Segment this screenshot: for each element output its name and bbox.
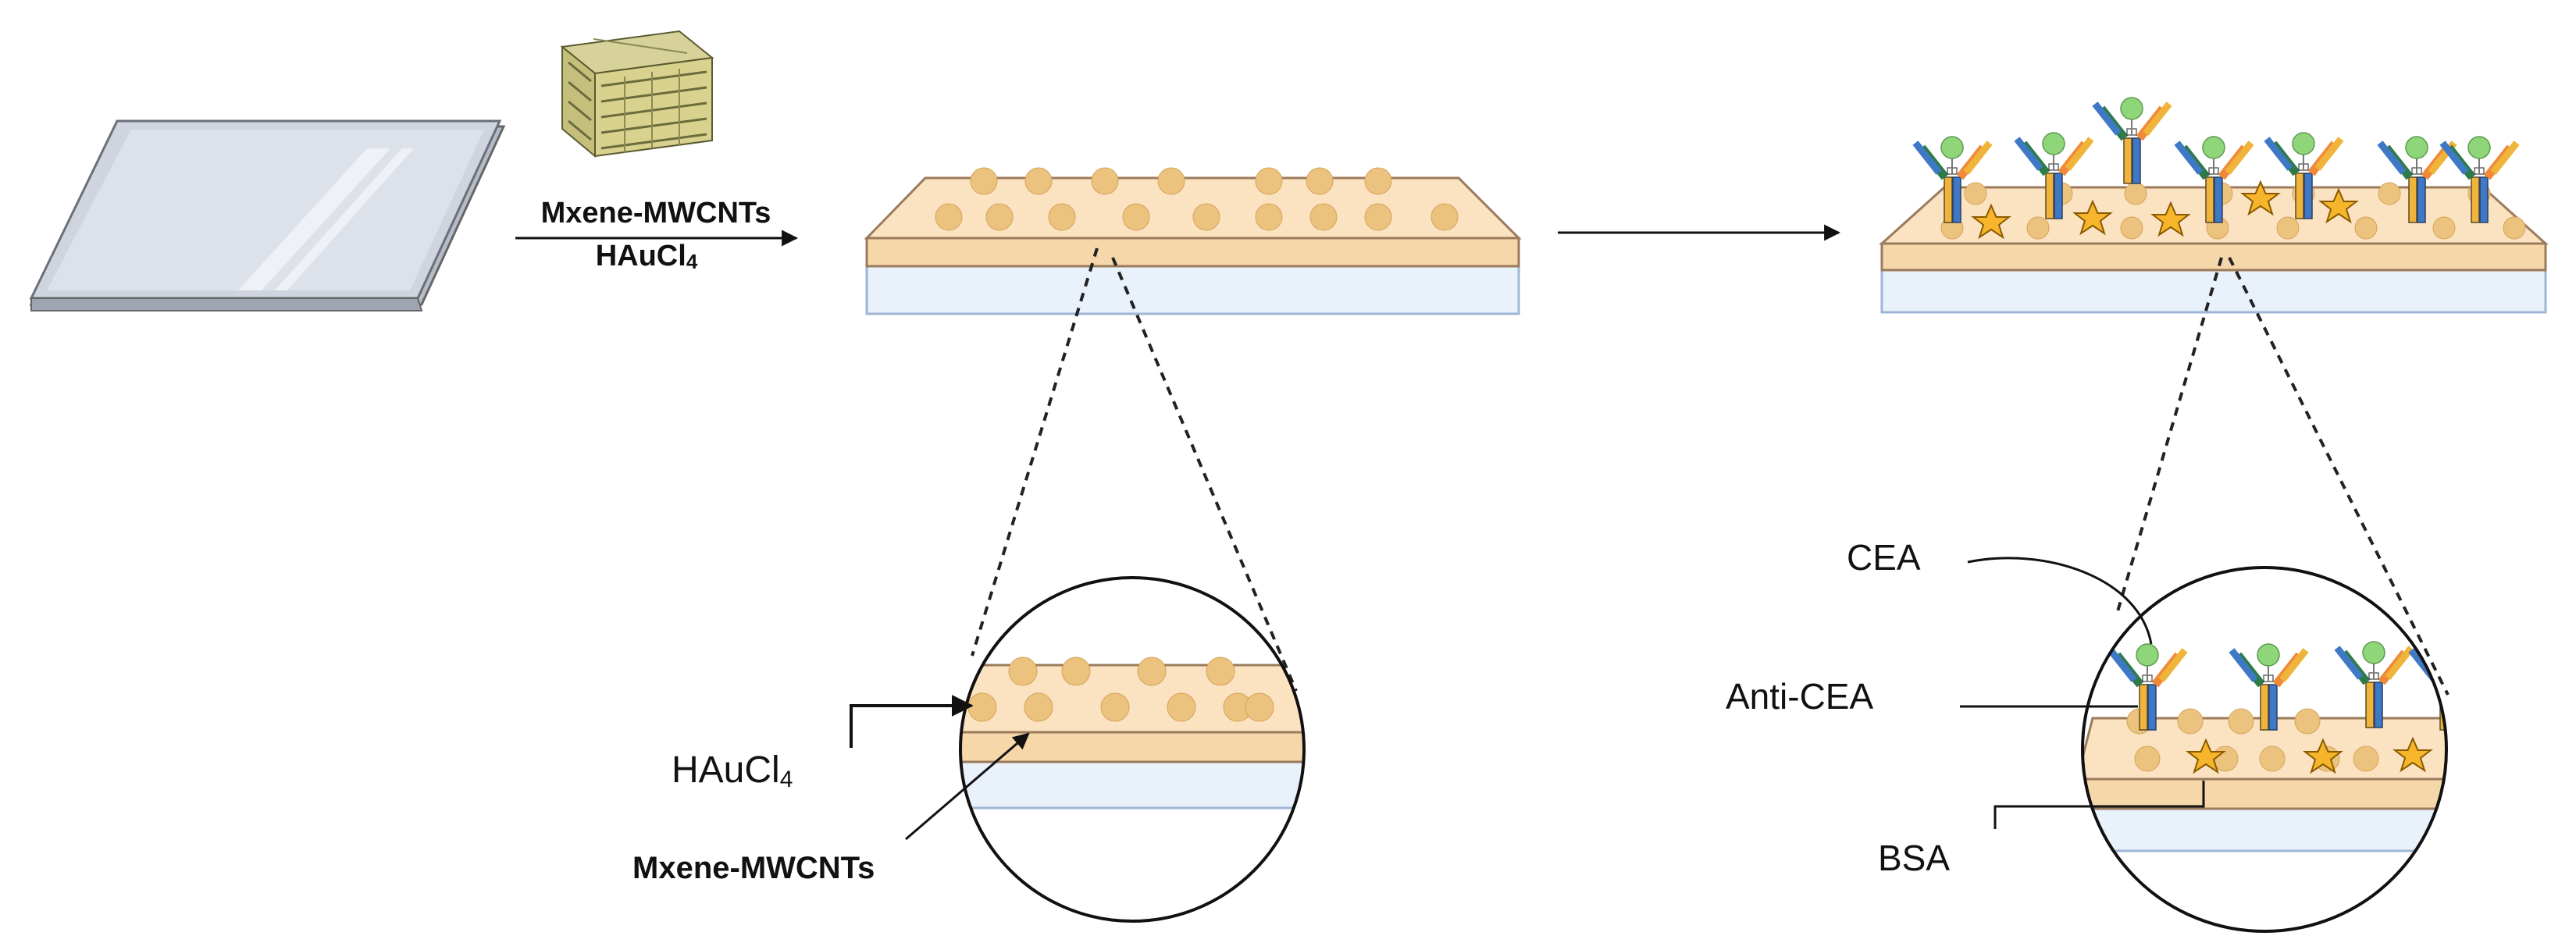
magnifier-circle-icon-right (2081, 566, 2448, 933)
cea-pointer (1967, 557, 2153, 645)
mxene-mwcnt-cube-icon (560, 30, 714, 158)
modified-electrode-middle (864, 167, 1522, 315)
haucl4-label: HAuCl4 (672, 749, 793, 792)
cea-label: CEA (1847, 537, 1921, 578)
haucl4-pointer (850, 695, 974, 748)
bsa-pointer (1993, 781, 2205, 829)
mxene-pointer (905, 732, 1030, 841)
immunosensor-electrode-right (1879, 98, 2549, 314)
anti-cea-label: Anti-CEA (1726, 676, 1873, 717)
reagent-label-mxene: Mxene-MWCNTs (541, 197, 771, 230)
bsa-label: BSA (1878, 838, 1950, 878)
zoom-lines-left (971, 247, 1298, 692)
reagent-label-haucl4: HAuCl4 (596, 240, 698, 273)
gold-nanoparticle-icon (935, 167, 1459, 231)
mxene-mwcnts-label: Mxene-MWCNTs (632, 851, 875, 885)
magnifier-circle-icon (959, 576, 1306, 923)
zoom-lines-right (2115, 257, 2450, 696)
glass-slide-icon (29, 119, 506, 311)
